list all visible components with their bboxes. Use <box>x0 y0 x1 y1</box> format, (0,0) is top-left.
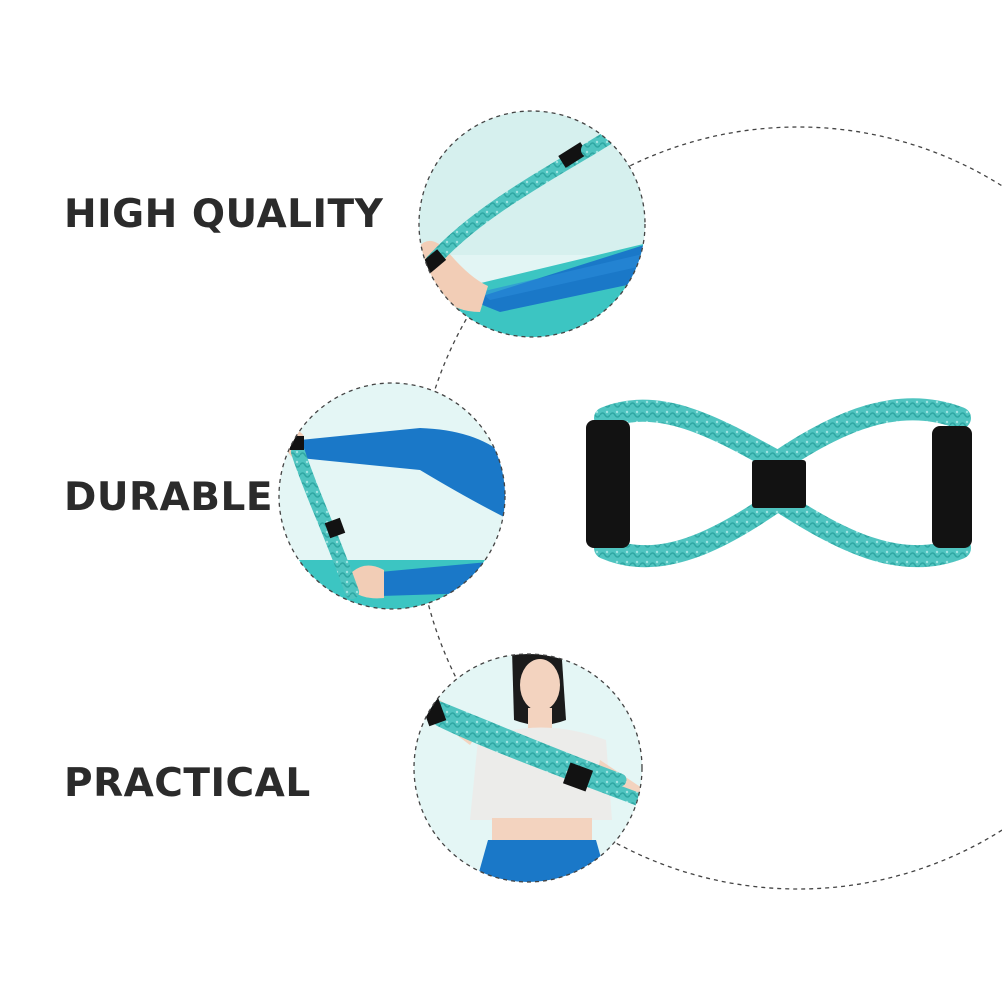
feature-photo-1 <box>418 110 646 338</box>
feature-label-durable: DURABLE <box>64 475 273 520</box>
center-strap <box>752 460 806 508</box>
feature-label-practical: PRACTICAL <box>64 761 311 806</box>
right-handle <box>932 426 972 548</box>
left-handle <box>586 420 630 548</box>
feature-photo-3 <box>413 653 643 883</box>
product-figure-eight-band <box>586 398 972 568</box>
feature-label-high-quality: HIGH QUALITY <box>64 192 384 237</box>
feature-photo-2 <box>278 382 506 610</box>
